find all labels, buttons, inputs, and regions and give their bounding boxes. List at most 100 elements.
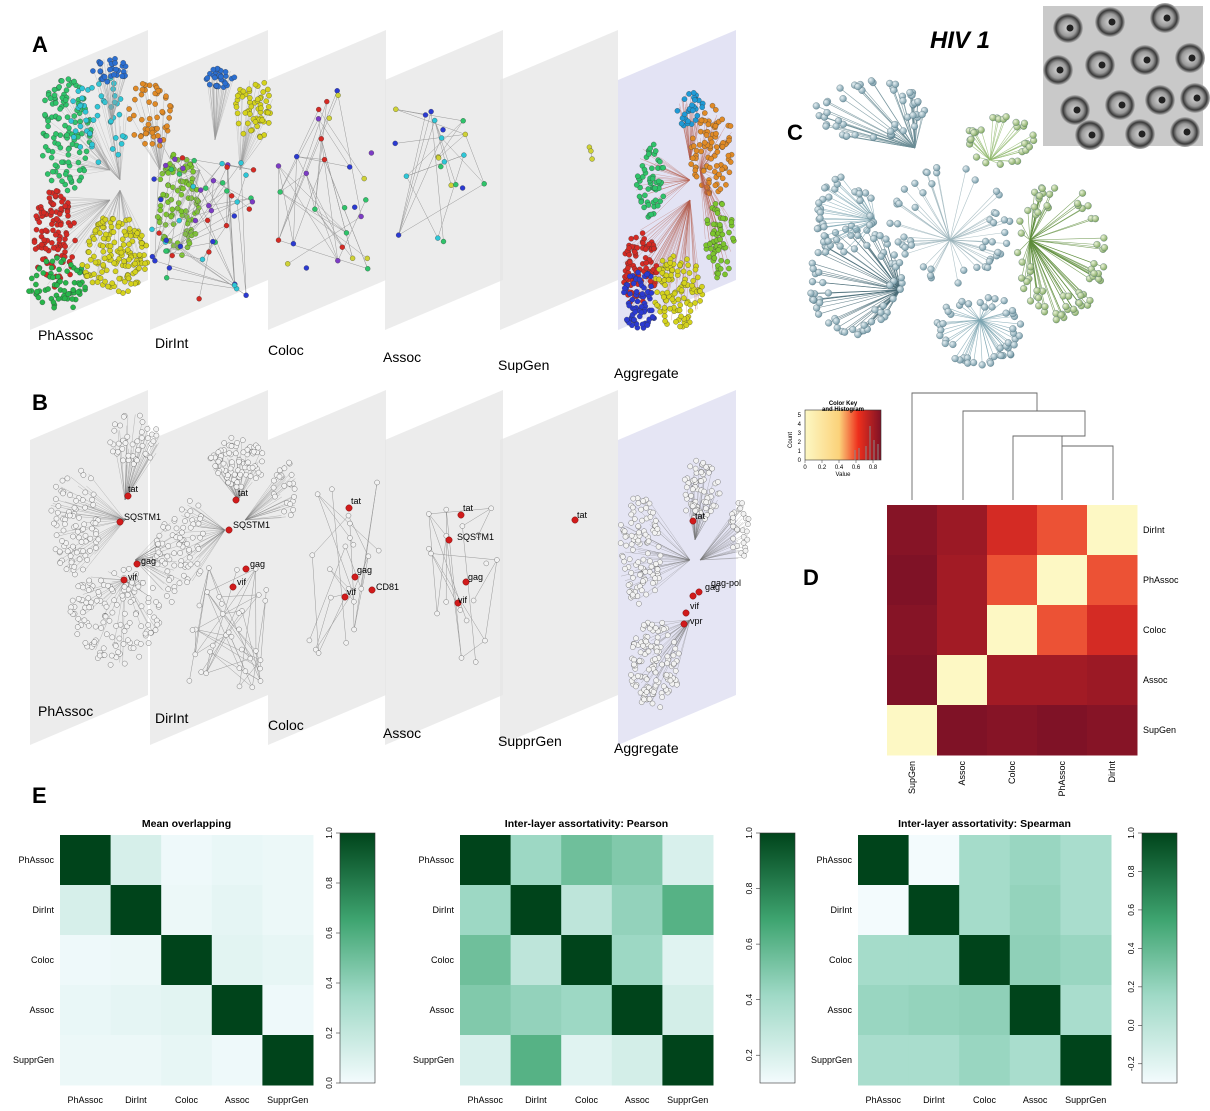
gene-marker bbox=[689, 517, 697, 525]
color-key-ytick: 3 bbox=[798, 431, 802, 437]
layer-plane bbox=[500, 30, 618, 330]
heatmap-cell bbox=[662, 935, 714, 986]
panel-e: E Mean overlappingPhAssocDirIntColocAsso… bbox=[13, 783, 1178, 1105]
heatmap-cell bbox=[1009, 885, 1061, 936]
colorbar-tick-label: 0.4 bbox=[1126, 942, 1136, 954]
heatmap-cell bbox=[662, 885, 714, 936]
heatmap-cell bbox=[1009, 935, 1061, 986]
heatmap-cell bbox=[161, 985, 213, 1036]
node-cluster bbox=[699, 500, 752, 561]
column-label: Coloc bbox=[1007, 761, 1017, 785]
virion-core bbox=[1158, 96, 1166, 104]
heatmap-cell bbox=[858, 1035, 910, 1086]
sparse-nodes bbox=[586, 144, 595, 162]
sparse-nodes bbox=[426, 505, 500, 665]
column-label: DirInt bbox=[923, 1095, 945, 1105]
gene-label: CD81 bbox=[376, 582, 399, 592]
heatmap-cell bbox=[510, 985, 562, 1036]
heatmap-cell bbox=[262, 1035, 314, 1086]
gene-marker bbox=[695, 588, 703, 596]
color-key-histogram bbox=[854, 426, 879, 460]
gene-label: vif bbox=[690, 601, 699, 611]
heatmap-cell bbox=[460, 1035, 512, 1086]
heatmap-cell bbox=[1087, 655, 1138, 706]
gene-marker bbox=[457, 511, 465, 519]
row-label: DirInt bbox=[432, 905, 454, 915]
layer-label: Assoc bbox=[383, 349, 421, 365]
hub-fan bbox=[813, 173, 878, 256]
heatmap-cell bbox=[858, 985, 910, 1036]
node-cluster bbox=[31, 188, 111, 290]
heatmap-cell bbox=[460, 985, 512, 1036]
colorbar-tick-label: 0.8 bbox=[1126, 865, 1136, 877]
heatmap-cell bbox=[959, 885, 1011, 936]
gene-label: SQSTM1 bbox=[457, 532, 494, 542]
heatmap-cell bbox=[887, 655, 938, 706]
heatmap-cell bbox=[561, 885, 613, 936]
layer-plane bbox=[268, 390, 386, 745]
row-label: PhAssoc bbox=[1143, 575, 1179, 585]
colorbar-tick-label: 0.6 bbox=[744, 938, 754, 950]
heatmap-cell bbox=[1037, 505, 1088, 556]
column-label: PhAssoc bbox=[468, 1095, 504, 1105]
heatmap-cell bbox=[60, 835, 112, 886]
node-cluster bbox=[134, 516, 187, 605]
gene-marker bbox=[689, 592, 697, 600]
layer-plane bbox=[618, 390, 736, 745]
color-key-xlabel: Value bbox=[836, 472, 852, 478]
panel-c: C bbox=[787, 77, 1109, 369]
heatmap-cell bbox=[460, 885, 512, 936]
gene-marker bbox=[682, 609, 690, 617]
gene-label: SQSTM1 bbox=[124, 512, 161, 522]
row-label: Assoc bbox=[1143, 675, 1168, 685]
colorbar-tick-label: 0.0 bbox=[324, 1077, 334, 1089]
heatmap-cell bbox=[908, 935, 960, 986]
column-label: Assoc bbox=[957, 761, 967, 786]
hub-fan bbox=[807, 222, 906, 339]
hub-fan bbox=[933, 294, 1025, 369]
heatmap-cell bbox=[662, 835, 714, 886]
column-label: PhAssoc bbox=[866, 1095, 902, 1105]
colorbar-tick-label: 0.4 bbox=[744, 993, 754, 1005]
layer-label: Aggregate bbox=[614, 740, 679, 756]
layer-label: PhAssoc bbox=[38, 703, 93, 719]
heatmap-cell bbox=[937, 555, 988, 606]
gene-marker bbox=[133, 560, 141, 568]
panel-d-letter: D bbox=[803, 565, 819, 590]
column-label: Coloc bbox=[575, 1095, 599, 1105]
gene-marker bbox=[462, 578, 470, 586]
heatmap-cell bbox=[1087, 505, 1138, 556]
heatmap-cell bbox=[987, 505, 1038, 556]
heatmap-cell bbox=[858, 835, 910, 886]
heatmap-cell bbox=[987, 555, 1038, 606]
heatmap-cell bbox=[510, 1035, 562, 1086]
heatmap-cell bbox=[211, 935, 263, 986]
column-label: Assoc bbox=[1023, 1095, 1048, 1105]
gene-label: gag bbox=[141, 556, 156, 566]
virion-core bbox=[1108, 18, 1116, 26]
heatmap-cell bbox=[110, 935, 162, 986]
node-cluster bbox=[107, 412, 160, 501]
virion-core bbox=[1098, 61, 1106, 69]
node-cluster bbox=[48, 467, 126, 578]
node-cluster bbox=[68, 75, 128, 181]
virion-core bbox=[1073, 106, 1081, 114]
sparse-nodes bbox=[306, 479, 382, 656]
gene-marker bbox=[120, 576, 128, 584]
gene-label: tat bbox=[238, 488, 249, 498]
colorbar-tick-label: 0.6 bbox=[1126, 904, 1136, 916]
heatmap-cell bbox=[1060, 935, 1112, 986]
layer-plane bbox=[385, 390, 503, 745]
heatmap-cell bbox=[561, 935, 613, 986]
heatmap-cell bbox=[858, 885, 910, 936]
colorbar-tick-label: 0.8 bbox=[744, 882, 754, 894]
heatmap-cell bbox=[937, 655, 988, 706]
heatmap-title: Inter-layer assortativity: Pearson bbox=[505, 818, 668, 830]
gene-marker bbox=[116, 518, 124, 526]
color-key-xtick: 0.2 bbox=[818, 465, 827, 471]
